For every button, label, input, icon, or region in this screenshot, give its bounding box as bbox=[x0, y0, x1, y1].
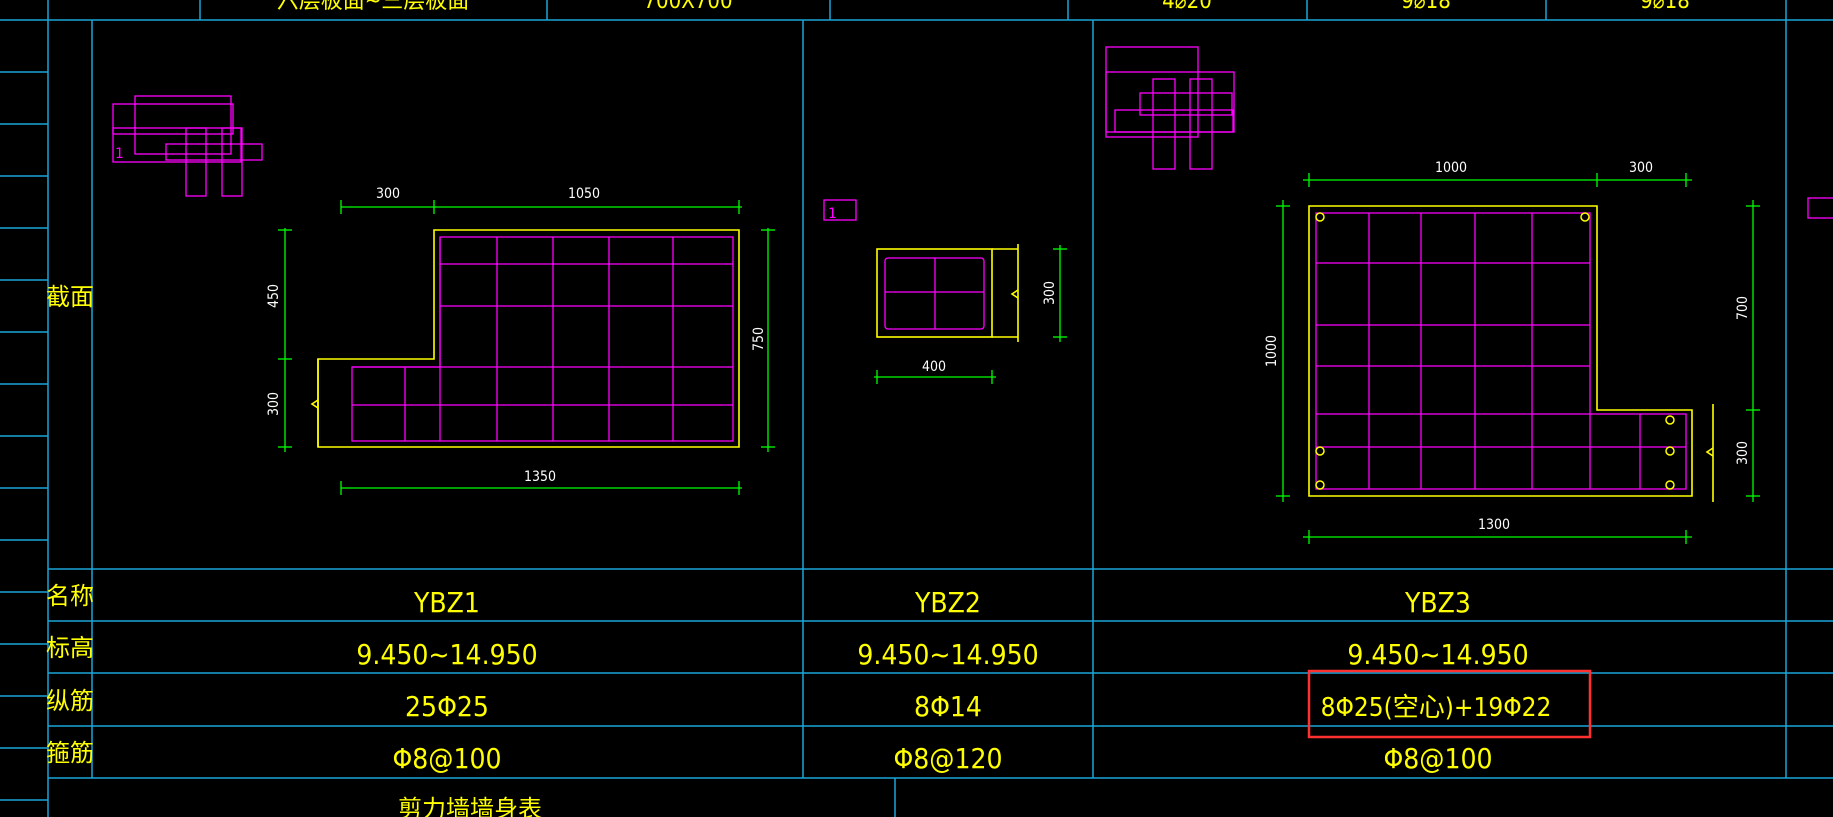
dimension-label: 1000 bbox=[1435, 160, 1467, 176]
dimension-label: 1000 bbox=[1264, 335, 1280, 367]
ybz1-keyplan-icon bbox=[112, 95, 263, 197]
top-row-cell: 9⌀18 bbox=[1640, 0, 1690, 14]
ybz2-keyplan-icon bbox=[823, 199, 857, 221]
dimension-label: 300 bbox=[1042, 281, 1058, 305]
dimension-label: 400 bbox=[922, 359, 946, 375]
cell-stirrup: Φ8@120 bbox=[893, 742, 1002, 775]
ybz3-keyplan-icon bbox=[1105, 46, 1235, 170]
row-label-elevation: 标高 bbox=[46, 634, 94, 662]
cell-longitudinal: 25Φ25 bbox=[405, 690, 489, 723]
top-row-cell: 9⌀18 bbox=[1401, 0, 1451, 14]
dimension-label: 1300 bbox=[1478, 517, 1510, 533]
row-label-section: 截面 bbox=[46, 283, 94, 311]
dimension-label: 300 bbox=[266, 392, 282, 416]
dimension-label: 1050 bbox=[568, 186, 600, 202]
svg-text:1: 1 bbox=[828, 206, 837, 222]
top-row-cell: 700X700 bbox=[643, 0, 732, 14]
cell-elevation: 9.450~14.950 bbox=[356, 638, 537, 671]
row-label-name: 名称 bbox=[46, 582, 94, 610]
dimension-label: 300 bbox=[376, 186, 400, 202]
ybz3-section: 1000 300 1300 1000 700 300 bbox=[1105, 46, 1760, 544]
svg-text:1: 1 bbox=[115, 146, 124, 162]
row-labels: 截面 名称 标高 纵筋 箍筋 bbox=[46, 283, 94, 767]
cell-stirrup: Φ8@100 bbox=[392, 742, 501, 775]
dimension-label: 450 bbox=[266, 284, 282, 308]
cell-elevation: 9.450~14.950 bbox=[1347, 638, 1528, 671]
dimension-label: 700 bbox=[1735, 296, 1751, 320]
cell-longitudinal: 8Φ25(空心)+19Φ22 bbox=[1321, 693, 1552, 723]
cell-stirrup: Φ8@100 bbox=[1383, 742, 1492, 775]
footer-title: 剪力墙墙身表 bbox=[398, 795, 542, 817]
dimension-label: 300 bbox=[1629, 160, 1653, 176]
top-row-cell: 六层板面~三层板面 bbox=[277, 0, 470, 14]
cell-name: YBZ1 bbox=[413, 586, 480, 619]
ybz1-section: 1 300 bbox=[112, 95, 775, 495]
dimension-label: 300 bbox=[1735, 441, 1751, 465]
cell-name: YBZ2 bbox=[914, 586, 981, 619]
row-label-longitudinal: 纵筋 bbox=[46, 687, 94, 715]
dimension-label: 750 bbox=[751, 327, 767, 351]
next-column-keyplan-icon bbox=[1807, 197, 1833, 219]
table-cells: YBZ1 YBZ2 YBZ3 9.450~14.950 9.450~14.950… bbox=[356, 586, 1592, 775]
highlight-box bbox=[1307, 669, 1592, 739]
dimension-label: 1350 bbox=[524, 469, 556, 485]
ybz2-section: 1 400 300 bbox=[823, 199, 1067, 384]
top-row-cell: 4⌀20 bbox=[1162, 0, 1212, 14]
cell-longitudinal: 8Φ14 bbox=[914, 690, 982, 723]
row-label-stirrup: 箍筋 bbox=[46, 739, 94, 767]
cell-name: YBZ3 bbox=[1404, 586, 1471, 619]
top-row: 六层板面~三层板面 700X700 4⌀20 9⌀18 9⌀18 bbox=[277, 0, 1690, 14]
cell-elevation: 9.450~14.950 bbox=[857, 638, 1038, 671]
